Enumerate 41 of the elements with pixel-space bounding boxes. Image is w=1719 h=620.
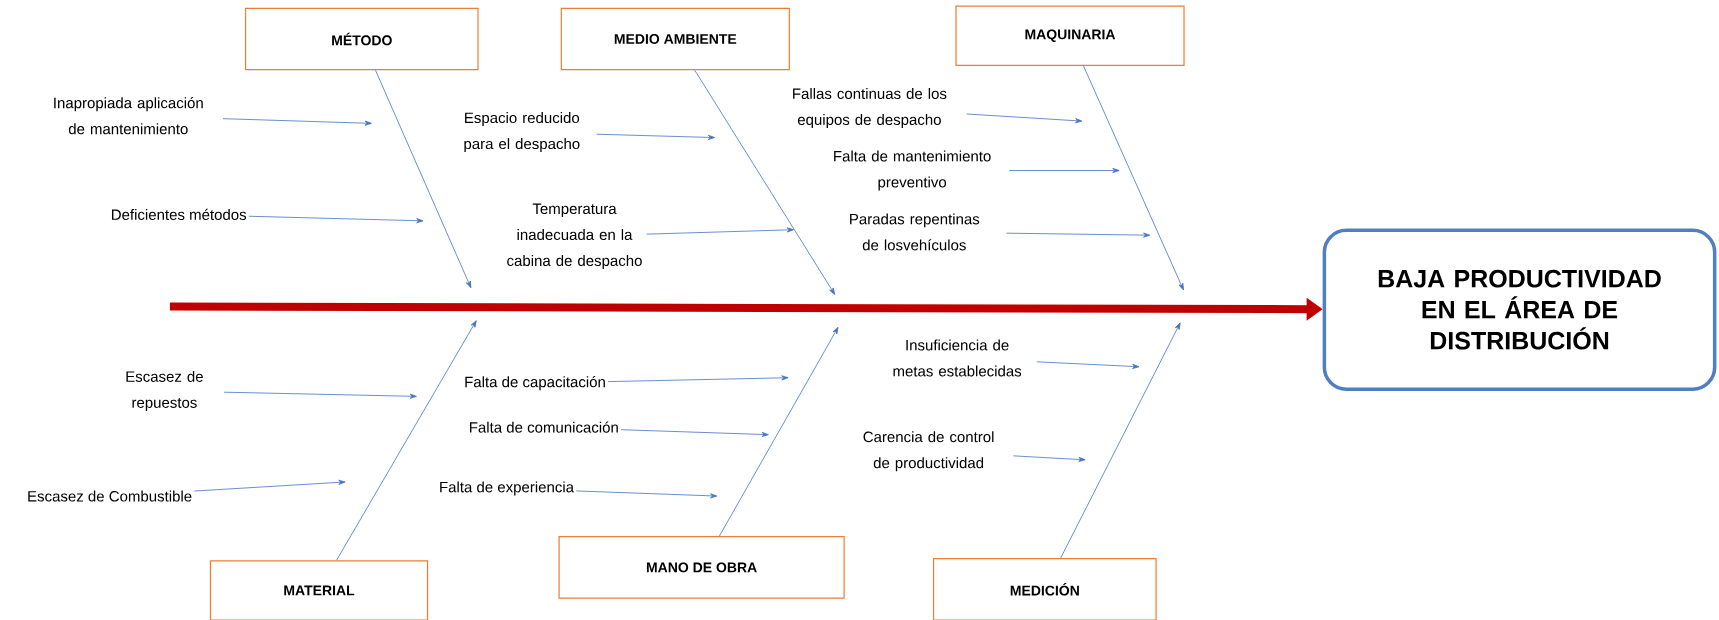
bone-arrow xyxy=(375,69,472,289)
cause-text: Deficientes métodos xyxy=(112,208,247,220)
bone-arrow xyxy=(1060,322,1181,559)
cause-text: Paradas repentinas de losvehículos xyxy=(850,213,980,251)
category-box: MEDIO AMBIENTE xyxy=(560,7,790,71)
category-box: MAQUINARIA xyxy=(955,5,1185,66)
arrow xyxy=(620,429,769,437)
arrow xyxy=(193,479,346,492)
cause-text: Inapropiada aplicación de mantenimiento xyxy=(54,97,203,135)
cause-text: Temperatura inadecuada en la cabina de despacho xyxy=(507,203,642,269)
arrow xyxy=(607,375,789,382)
arrow xyxy=(646,227,794,235)
arrow xyxy=(222,118,372,126)
category-box: MEDICIÓN xyxy=(932,558,1157,620)
cause-text: Fallas continuas de los equipos de despacho xyxy=(793,88,947,128)
cause-text: Espacio reducido para el despacho xyxy=(464,112,580,153)
bone-arrow xyxy=(718,326,839,537)
arrow xyxy=(596,133,716,140)
arrow xyxy=(966,113,1083,124)
bone-arrow xyxy=(336,320,477,561)
category-box: MÉTODO xyxy=(245,7,479,71)
bone-arrow xyxy=(694,69,836,295)
category-box: MATERIAL xyxy=(209,560,429,620)
arrow xyxy=(575,490,718,499)
cause-text: Escasez de Combustible xyxy=(28,490,192,502)
arrow xyxy=(1036,361,1140,369)
arrow xyxy=(1008,167,1120,173)
cause-text: Falta de mantenimiento preventivo xyxy=(834,150,991,191)
effect-box: BAJA PRODUCTIVIDAD EN EL ÁREA DE DISTRIBUCIÓN xyxy=(1322,228,1717,391)
cause-text: Falta de capacitación xyxy=(465,376,605,391)
arrow xyxy=(1012,455,1086,462)
bone-arrow xyxy=(1083,65,1184,291)
cause-text: Escasez de repuestos xyxy=(126,370,203,411)
category-box: MANO DE OBRA xyxy=(558,536,845,599)
arrow xyxy=(248,215,424,224)
arrow xyxy=(223,391,417,399)
cause-text: Insuficiencia de metas establecidas xyxy=(893,339,1022,377)
cause-text: Falta de comunicación xyxy=(470,421,618,433)
arrow xyxy=(1006,232,1151,238)
cause-text: Falta de experiencia xyxy=(440,481,574,496)
cause-text: Carencia de control de productividad xyxy=(863,431,994,472)
